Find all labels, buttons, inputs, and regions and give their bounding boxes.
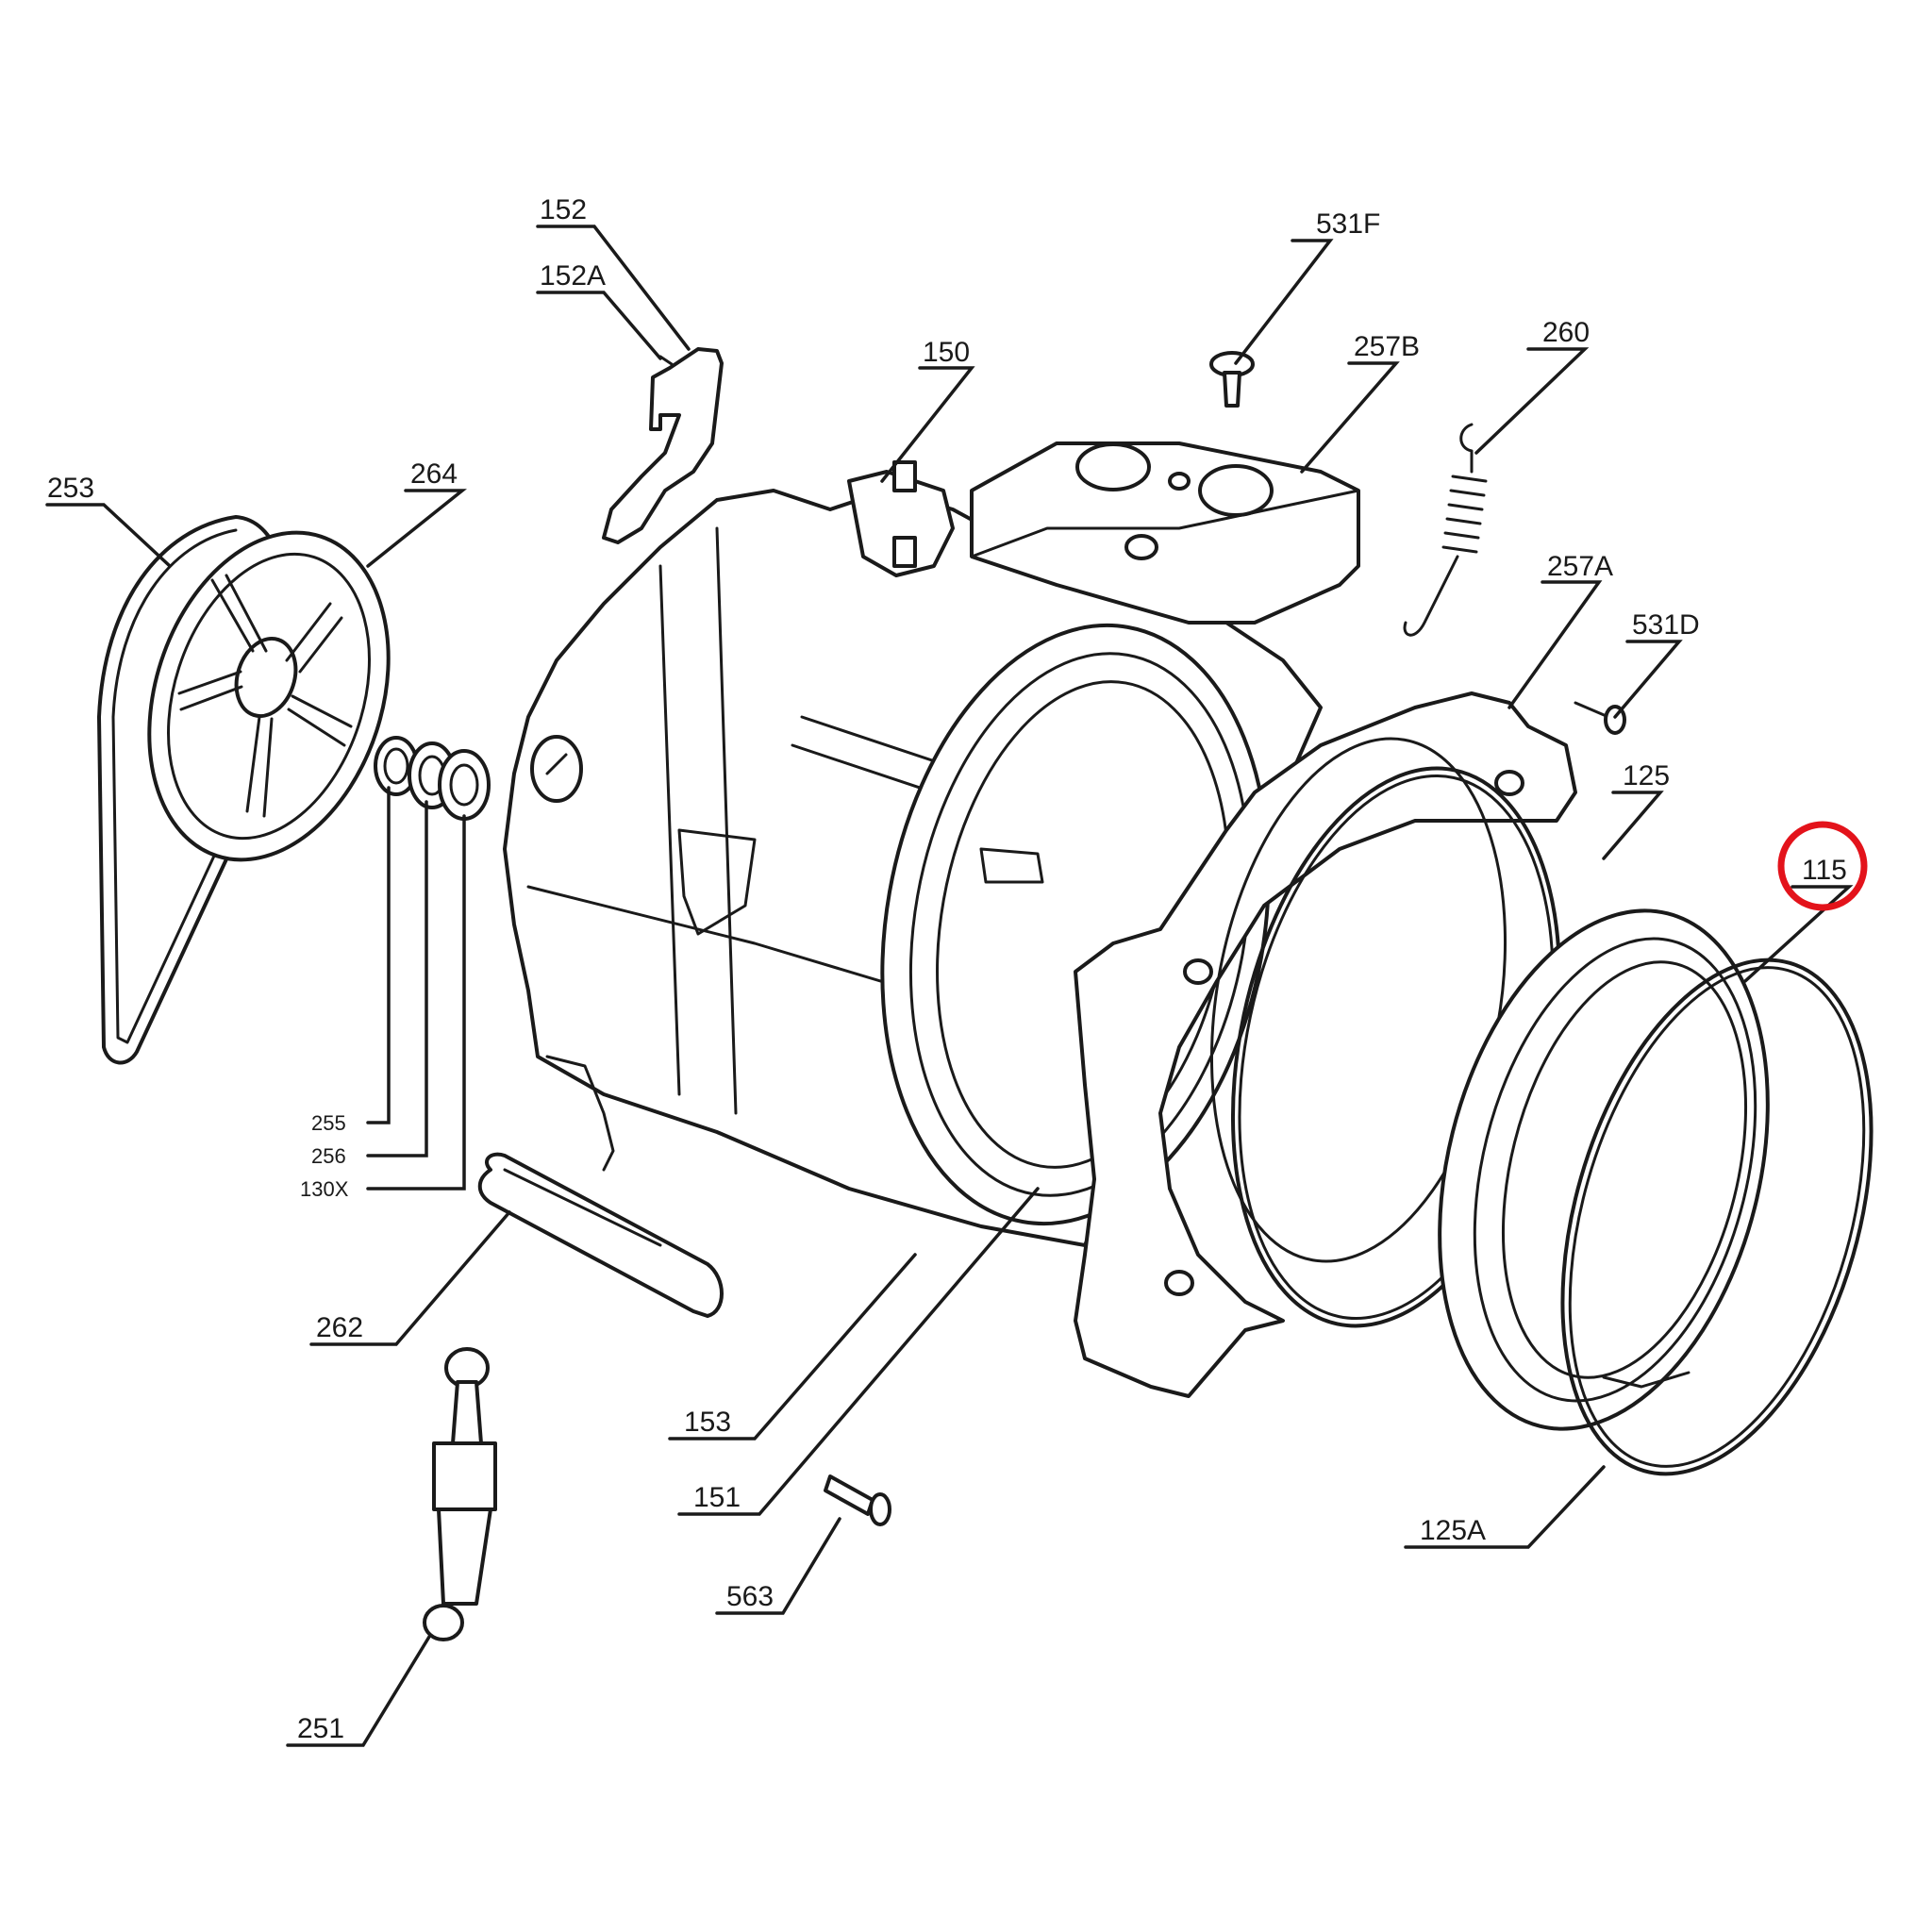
drum-hub-150 bbox=[847, 460, 955, 577]
label-253: 253 bbox=[47, 473, 94, 504]
label-125: 125 bbox=[1623, 760, 1670, 791]
label-264: 264 bbox=[410, 458, 458, 490]
label-531d: 531D bbox=[1632, 609, 1700, 641]
label-256: 256 bbox=[311, 1144, 346, 1168]
leader-lines bbox=[45, 225, 1854, 1747]
label-152a: 152A bbox=[540, 260, 606, 291]
label-125a: 125A bbox=[1420, 1515, 1486, 1546]
highlight-circle-115 bbox=[1777, 821, 1868, 911]
label-153: 153 bbox=[684, 1407, 731, 1438]
clamp-ring-125a bbox=[1560, 958, 1874, 1476]
counterweight-257b bbox=[970, 441, 1360, 625]
label-251: 251 bbox=[297, 1713, 344, 1744]
shock-absorber-251 bbox=[423, 1347, 497, 1641]
label-255: 255 bbox=[311, 1111, 346, 1135]
pulley-wheel-264 bbox=[147, 530, 391, 862]
part-labels: 152 152A 531F 150 257B 260 253 264 257A … bbox=[47, 194, 1847, 1744]
label-262: 262 bbox=[316, 1312, 363, 1343]
label-150: 150 bbox=[923, 337, 970, 368]
bracket-152 bbox=[602, 347, 724, 544]
spring-260 bbox=[1403, 423, 1488, 637]
screw-531f bbox=[1209, 351, 1255, 408]
label-151: 151 bbox=[693, 1482, 741, 1513]
label-260: 260 bbox=[1542, 317, 1590, 348]
label-531f: 531F bbox=[1316, 208, 1380, 240]
screw-531d bbox=[1574, 701, 1626, 735]
label-257b: 257B bbox=[1354, 331, 1420, 362]
door-gasket-115 bbox=[1438, 908, 1770, 1431]
heater-262 bbox=[477, 1152, 724, 1318]
label-130x: 130X bbox=[300, 1177, 349, 1201]
label-152: 152 bbox=[540, 194, 587, 225]
bearing-seal-set bbox=[374, 736, 491, 821]
pin-563 bbox=[824, 1474, 891, 1526]
label-115: 115 bbox=[1802, 855, 1847, 886]
label-563: 563 bbox=[726, 1581, 774, 1612]
label-257a: 257A bbox=[1547, 551, 1613, 582]
